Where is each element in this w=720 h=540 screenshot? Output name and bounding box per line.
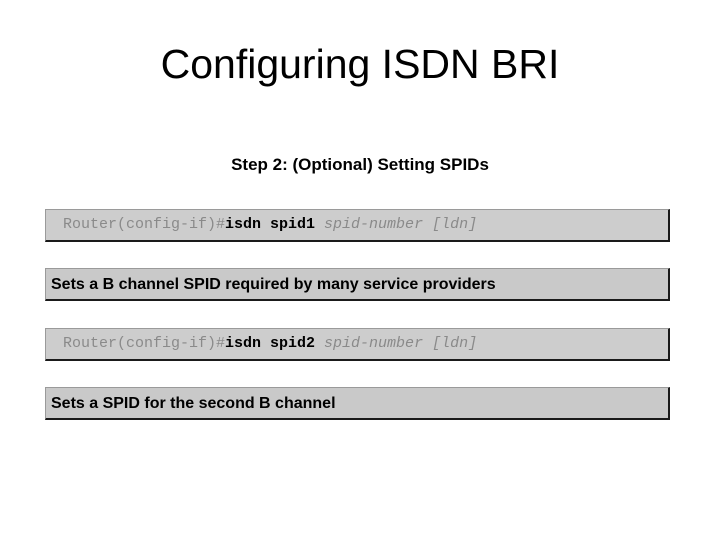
description-text: Sets a B channel SPID required by many s…	[51, 275, 496, 293]
command-line: Router(config-if)#isdn spid2 spid-number…	[63, 335, 477, 353]
command-prompt: Router(config-if)#	[63, 335, 226, 352]
description-box-spid2: Sets a SPID for the second B channel	[45, 387, 670, 420]
command-argument: spid-number	[315, 216, 424, 233]
command-optional-argument: [ldn]	[423, 216, 478, 233]
command-keyword: isdn spid2	[225, 335, 316, 352]
description-text: Sets a SPID for the second B channel	[51, 394, 336, 412]
command-line: Router(config-if)#isdn spid1 spid-number…	[63, 216, 477, 234]
description-box-spid1: Sets a B channel SPID required by many s…	[45, 268, 670, 301]
command-box-spid1: Router(config-if)#isdn spid1 spid-number…	[45, 209, 670, 242]
command-prompt: Router(config-if)#	[63, 216, 226, 233]
command-box-spid2: Router(config-if)#isdn spid2 spid-number…	[45, 328, 670, 361]
command-keyword: isdn spid1	[225, 216, 316, 233]
command-argument: spid-number	[315, 335, 424, 352]
page-title: Configuring ISDN BRI	[160, 41, 560, 87]
slide-subtitle: Step 2: (Optional) Setting SPIDs	[231, 155, 489, 174]
command-optional-argument: [ldn]	[423, 335, 478, 352]
